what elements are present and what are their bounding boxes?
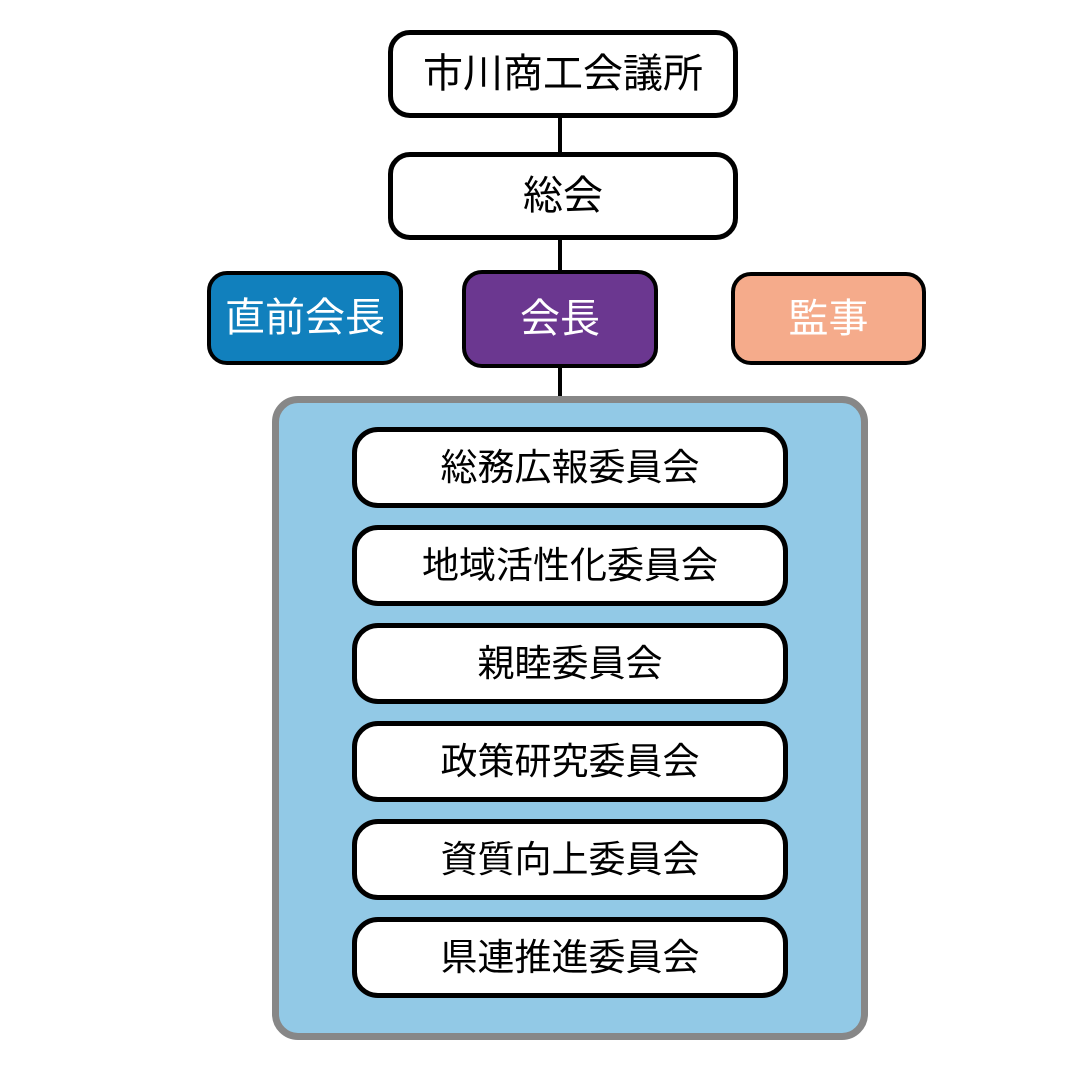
node-chamber-label: 市川商工会議所 <box>423 52 703 96</box>
committees-panel: 総務広報委員会地域活性化委員会親睦委員会政策研究委員会資質向上委員会県連推進委員… <box>272 396 868 1040</box>
node-auditor[interactable]: 監事 <box>731 272 926 365</box>
node-president[interactable]: 会長 <box>462 270 658 368</box>
committee-box[interactable]: 政策研究委員会 <box>352 721 788 802</box>
node-past-president-label: 直前会長 <box>225 296 385 340</box>
node-president-label: 会長 <box>520 297 600 341</box>
committee-label: 県連推進委員会 <box>440 937 700 978</box>
committee-label: 総務広報委員会 <box>440 447 700 488</box>
connector-general-meeting-to-president <box>558 234 562 278</box>
connector-chamber-to-general-meeting <box>558 112 562 158</box>
committee-label: 政策研究委員会 <box>440 741 700 782</box>
committee-box[interactable]: 総務広報委員会 <box>352 427 788 508</box>
node-general-meeting[interactable]: 総会 <box>388 152 738 240</box>
committee-box[interactable]: 地域活性化委員会 <box>352 525 788 606</box>
node-past-president[interactable]: 直前会長 <box>207 271 403 365</box>
committee-box[interactable]: 県連推進委員会 <box>352 917 788 998</box>
node-auditor-label: 監事 <box>788 296 869 341</box>
committee-label: 資質向上委員会 <box>440 839 700 880</box>
committee-label: 親睦委員会 <box>477 643 663 684</box>
node-chamber-of-commerce[interactable]: 市川商工会議所 <box>388 30 738 118</box>
committee-box[interactable]: 親睦委員会 <box>352 623 788 704</box>
committee-label: 地域活性化委員会 <box>422 545 718 586</box>
connector-president-to-committees <box>558 360 562 418</box>
committee-box[interactable]: 資質向上委員会 <box>352 819 788 900</box>
node-general-meeting-label: 総会 <box>523 174 603 218</box>
